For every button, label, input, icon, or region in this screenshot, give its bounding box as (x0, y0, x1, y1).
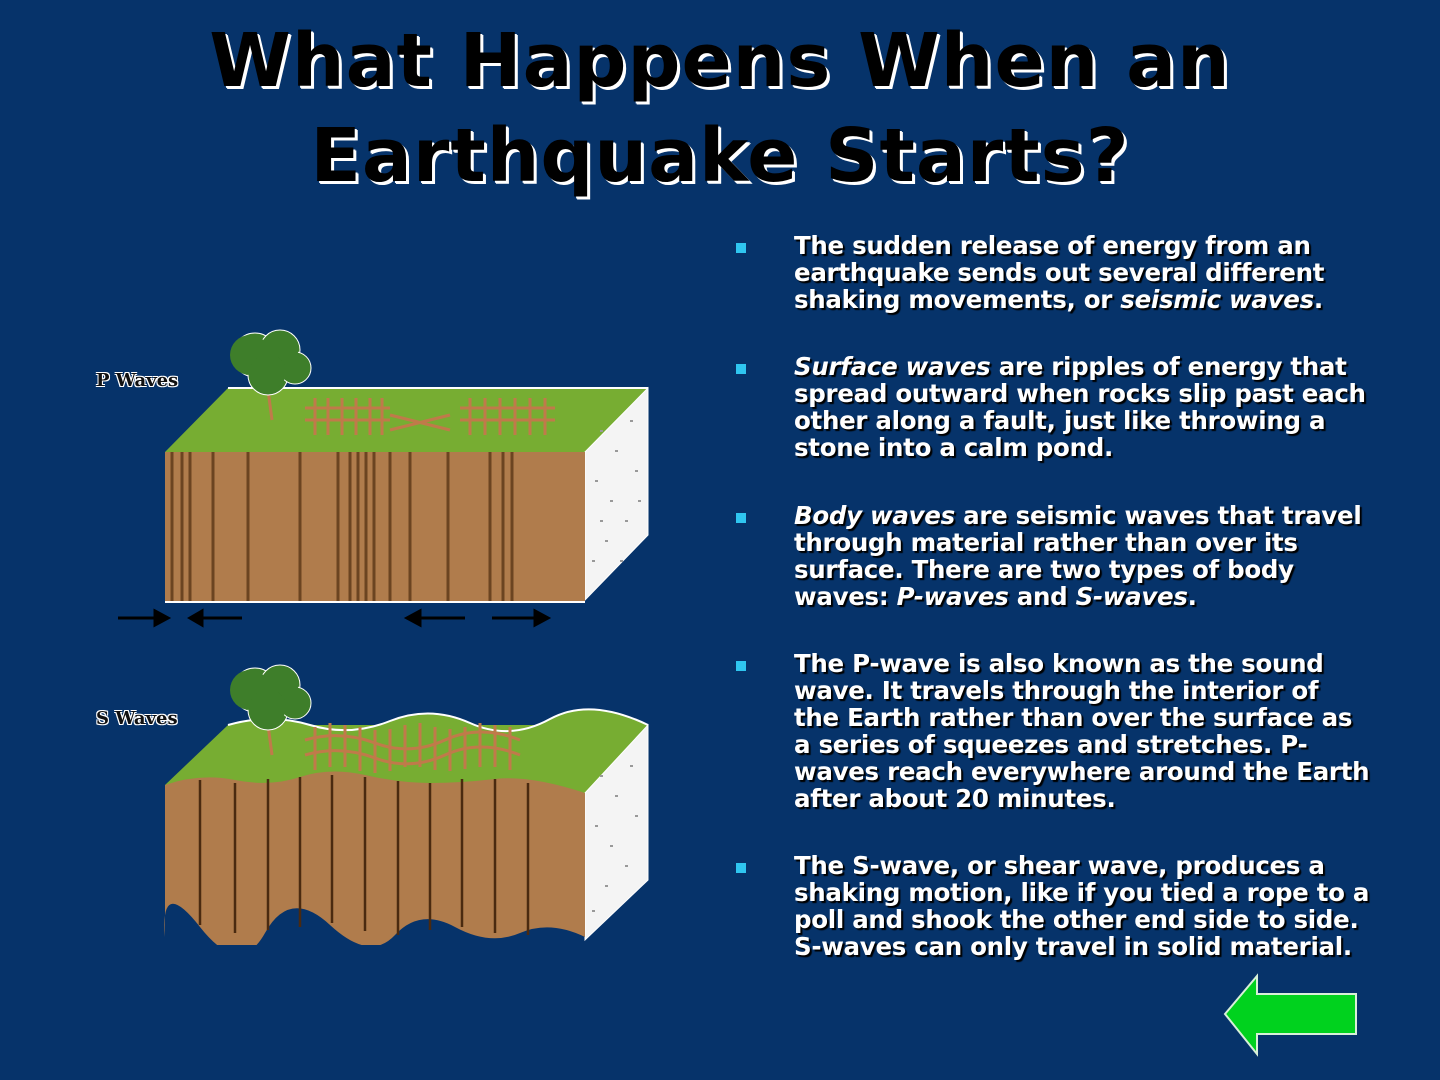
p-waves-label: P Waves (96, 370, 179, 391)
bullet-item: The P-wave is also known as the sound wa… (730, 650, 1370, 812)
title-line-1: What Happens When an (209, 18, 1231, 104)
back-arrow-button[interactable] (1222, 972, 1360, 1060)
bullet-text: The P-wave is also known as the sound wa… (794, 649, 1370, 813)
bullet-text: Surface waves are ripples of energy that… (794, 352, 1366, 462)
bullet-item: Surface waves are ripples of energy that… (730, 353, 1370, 461)
bullet-text: Body waves are seismic waves that travel… (794, 501, 1362, 611)
bullet-text: The S-wave, or shear wave, produces a sh… (794, 851, 1370, 961)
bullet-square-icon (736, 661, 746, 671)
s-waves-diagram (164, 664, 649, 945)
bullet-item: The sudden release of energy from an ear… (730, 232, 1370, 313)
bullet-square-icon (736, 364, 746, 374)
bullet-square-icon (736, 863, 746, 873)
title-line-2: Earthquake Starts? (310, 113, 1130, 199)
slide-title: What Happens When an Earthquake Starts? (0, 14, 1440, 204)
bullet-item: Body waves are seismic waves that travel… (730, 502, 1370, 610)
bullet-item: The S-wave, or shear wave, produces a sh… (730, 852, 1370, 960)
tree-icon (230, 664, 312, 756)
s-waves-label: S Waves (96, 708, 178, 729)
bullet-text: The sudden release of energy from an ear… (794, 231, 1325, 314)
tree-icon (230, 329, 312, 421)
bullet-square-icon (736, 243, 746, 253)
bullet-square-icon (736, 513, 746, 523)
bullet-list: The sudden release of energy from an ear… (730, 232, 1370, 1000)
p-waves-diagram (118, 329, 649, 628)
